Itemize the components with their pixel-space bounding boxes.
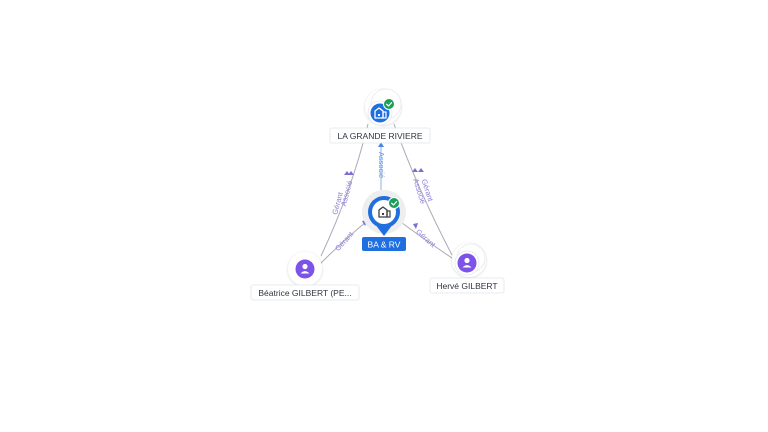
node-label-box: [429, 277, 505, 294]
person-icon: [300, 263, 310, 274]
arrow-right-focus: [413, 223, 418, 229]
verified-check-icon: [383, 98, 395, 110]
node-label-herve-gilbert: Hervé GILBERT: [436, 281, 497, 291]
person-icon: [462, 257, 472, 268]
edge-label-left-top-associe: Associé: [339, 180, 354, 208]
arrow-left-top-2: [348, 171, 354, 175]
node-herve-gilbert[interactable]: Hervé GILBERT: [429, 243, 505, 294]
arrow-right-top: [412, 168, 418, 172]
building-icon: [378, 206, 391, 218]
node-label-box: [250, 284, 360, 301]
edge-focus-top[interactable]: Associé: [377, 142, 386, 190]
verified-check-icon: [388, 197, 400, 209]
node-label-beatrice-gilbert: Béatrice GILBERT (PE...: [258, 288, 351, 298]
edge-label-left-focus-gerant: Gérant: [333, 229, 356, 253]
focus-label-box: [362, 237, 406, 251]
node-label-box: [329, 127, 431, 144]
arrow-focus-top: [378, 142, 384, 147]
edge-label-focus-top-associe: Associé: [377, 152, 386, 178]
building-icon: [374, 107, 387, 119]
node-label-la-grande-riviere: LA GRANDE RIVIERE: [337, 131, 422, 141]
node-beatrice-gilbert[interactable]: Béatrice GILBERT (PE...: [250, 252, 360, 301]
node-label-ba-rv: BA & RV: [368, 240, 401, 250]
arrow-left-top: [344, 171, 350, 175]
node-la-grande-riviere[interactable]: LA GRANDE RIVIERE: [329, 88, 431, 144]
arrow-right-top-2: [418, 168, 424, 172]
edge-right-focus[interactable]: Gérant: [397, 219, 456, 261]
node-ba-rv[interactable]: BA & RV: [362, 190, 406, 251]
